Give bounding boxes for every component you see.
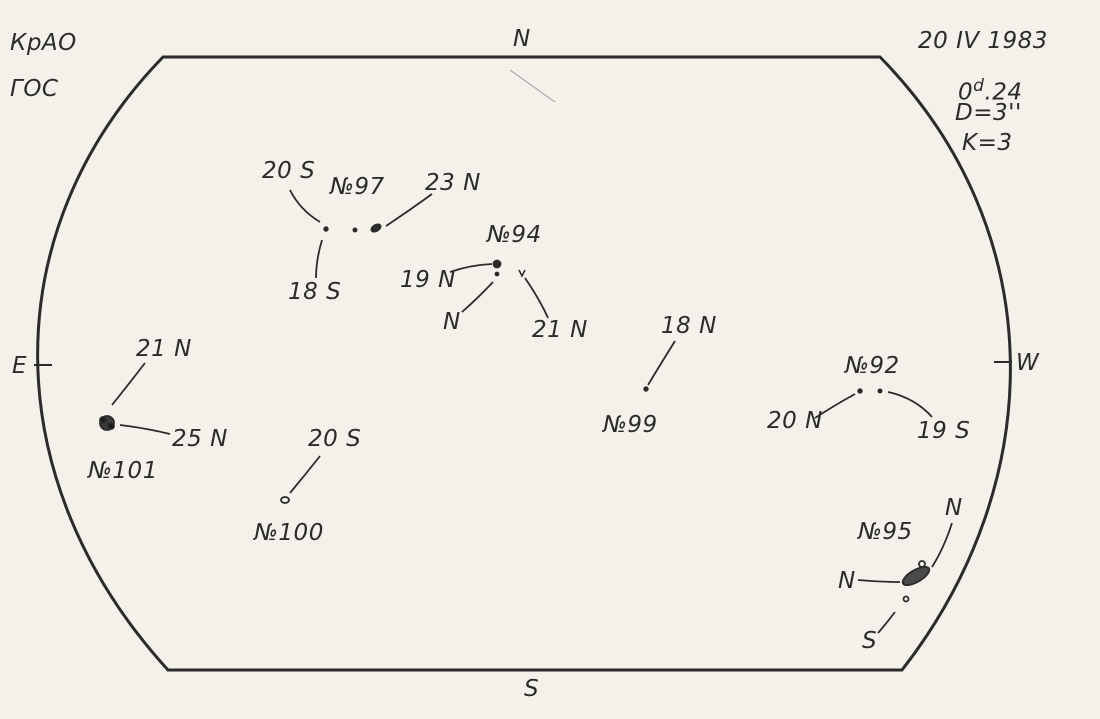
- group-94-label-b: N: [443, 309, 461, 335]
- k-label: K=3: [962, 130, 1013, 156]
- group-100-label-a: 20 S: [308, 426, 362, 452]
- group-100-number: №100: [254, 520, 324, 546]
- group-97-number: №97: [330, 174, 385, 200]
- group-94-label-a: 19 N: [400, 267, 456, 293]
- time-fraction: .24: [984, 79, 1023, 106]
- group-95-label-c: S: [862, 628, 878, 654]
- time-unit: d: [973, 76, 985, 96]
- group-94-number: №94: [487, 222, 542, 248]
- instrument-label: ГОС: [10, 76, 59, 102]
- group-95-sketch: [857, 522, 953, 634]
- diameter-label: D=3'': [955, 100, 1022, 126]
- east-label: E: [12, 353, 28, 379]
- group-97-label-c: 18 S: [288, 279, 342, 305]
- group-97-label-a: 20 S: [262, 158, 316, 184]
- time-value: 0: [958, 79, 974, 106]
- group-92-sketch: [814, 388, 933, 419]
- group-92-label-b: 19 S: [917, 418, 971, 444]
- date-label: 20 IV 1983: [918, 28, 1048, 54]
- group-92-number: №92: [845, 353, 900, 379]
- group-101-label-b: 25 N: [172, 426, 228, 452]
- group-95-number: №95: [858, 519, 913, 545]
- time-label: 0d.24: [958, 78, 1023, 105]
- group-99-sketch: [643, 340, 676, 392]
- group-101-number: №101: [88, 458, 158, 484]
- disk-outline: [36, 55, 1012, 672]
- stray-mark: [509, 69, 556, 103]
- group-94-label-c: 21 N: [532, 317, 588, 343]
- group-94-sketch: [449, 259, 549, 319]
- south-label: S: [524, 676, 540, 702]
- group-95-label-b: N: [838, 568, 856, 594]
- group-101-label-a: 21 N: [136, 336, 192, 362]
- group-99-number: №99: [603, 412, 658, 438]
- group-100-sketch: [280, 455, 321, 504]
- north-label: N: [513, 26, 531, 52]
- group-97-label-b: 23 N: [425, 170, 481, 196]
- group-101-sketch: [99, 362, 171, 435]
- west-label: W: [1016, 350, 1040, 376]
- group-99-label-a: 18 N: [661, 313, 717, 339]
- group-97-sketch: [289, 189, 433, 279]
- group-92-label-a: 20 N: [767, 408, 823, 434]
- group-95-label-a: N: [945, 495, 963, 521]
- observatory-label: КрАО: [10, 30, 77, 56]
